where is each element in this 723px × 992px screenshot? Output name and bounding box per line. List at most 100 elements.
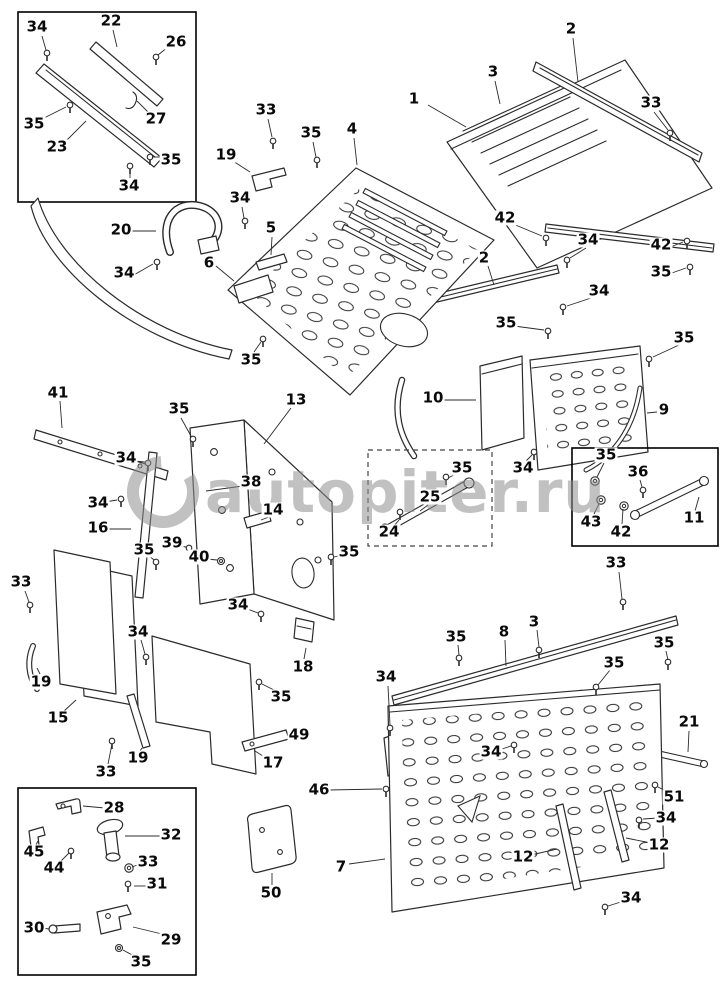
callout-20: 20 <box>109 220 133 239</box>
callout-3: 3 <box>527 612 541 631</box>
plate-5 <box>255 253 288 271</box>
callout-14: 14 <box>261 500 285 519</box>
plate-6 <box>233 274 274 304</box>
callout-35: 35 <box>672 328 696 347</box>
callout-2: 2 <box>564 19 578 38</box>
callout-26: 26 <box>164 32 188 51</box>
detail-box-11 <box>571 447 719 547</box>
hose <box>394 376 418 460</box>
callout-11: 11 <box>682 508 706 527</box>
knob-32 <box>96 818 124 862</box>
callout-27: 27 <box>144 109 168 128</box>
callout-5: 5 <box>264 218 278 237</box>
bracket-18 <box>293 617 315 643</box>
callout-35: 35 <box>649 262 673 281</box>
callout-34: 34 <box>117 176 141 195</box>
callout-12: 12 <box>511 847 535 866</box>
callout-34: 34 <box>86 493 110 512</box>
callout-35: 35 <box>450 458 474 477</box>
callout-35: 35 <box>652 633 676 652</box>
callout-35: 35 <box>129 952 153 971</box>
callout-35: 35 <box>444 627 468 646</box>
hook-20 <box>162 200 223 256</box>
inset-box-top <box>17 11 197 203</box>
callout-6: 6 <box>202 253 216 272</box>
callout-16: 16 <box>86 518 110 537</box>
perforated-panel-9 <box>529 345 649 473</box>
bracket-29 <box>96 904 132 935</box>
callout-42: 42 <box>493 208 517 227</box>
callout-28: 28 <box>102 798 126 817</box>
strap-19-bottom <box>126 693 151 749</box>
callout-34: 34 <box>226 595 250 614</box>
callout-34: 34 <box>576 230 600 249</box>
callout-25: 25 <box>418 487 442 506</box>
callout-34: 34 <box>374 667 398 686</box>
cotter-pin-27 <box>125 91 138 110</box>
callout-35: 35 <box>132 540 156 559</box>
plate-50 <box>246 804 297 874</box>
callout-10: 10 <box>421 388 445 407</box>
callout-7: 7 <box>334 857 348 876</box>
callout-1: 1 <box>407 89 421 108</box>
callout-35: 35 <box>594 445 618 464</box>
pin-30 <box>48 923 81 934</box>
callout-39: 39 <box>160 533 184 552</box>
callout-34: 34 <box>114 448 138 467</box>
callout-8: 8 <box>497 622 511 641</box>
callout-49: 49 <box>287 725 311 744</box>
callout-35: 35 <box>299 123 323 142</box>
callout-34: 34 <box>112 263 136 282</box>
callout-35: 35 <box>269 687 293 706</box>
callout-18: 18 <box>291 657 315 676</box>
callout-36: 36 <box>626 462 650 481</box>
callout-42: 42 <box>609 522 633 541</box>
bar-23 <box>35 63 163 168</box>
inset-box-bottom <box>17 787 197 976</box>
callout-45: 45 <box>22 842 46 861</box>
callout-33: 33 <box>604 553 628 572</box>
callout-50: 50 <box>259 883 283 902</box>
callout-33: 33 <box>254 100 278 119</box>
callout-31: 31 <box>145 874 169 893</box>
callout-21: 21 <box>677 712 701 731</box>
callout-19: 19 <box>29 672 53 691</box>
callout-44: 44 <box>42 858 66 877</box>
callout-22: 22 <box>99 11 123 30</box>
box-panel-10 <box>479 355 525 451</box>
callout-17: 17 <box>261 753 285 772</box>
callout-29: 29 <box>159 930 183 949</box>
callout-34: 34 <box>126 622 150 641</box>
callout-33: 33 <box>9 572 33 591</box>
callout-24: 24 <box>377 522 401 541</box>
watermark-logo-icon <box>127 456 199 528</box>
callout-38: 38 <box>239 472 263 491</box>
callout-33: 33 <box>136 852 160 871</box>
callout-33: 33 <box>94 762 118 781</box>
callout-43: 43 <box>579 512 603 531</box>
strap-12-right <box>603 789 630 863</box>
callout-19: 19 <box>126 748 150 767</box>
callout-34: 34 <box>511 458 535 477</box>
callout-23: 23 <box>45 137 69 156</box>
callout-41: 41 <box>46 383 70 402</box>
callout-35: 35 <box>494 313 518 332</box>
callout-34: 34 <box>654 808 678 827</box>
callout-46: 46 <box>307 780 331 799</box>
rail-2-top <box>532 61 703 163</box>
strap-12-left <box>555 803 582 891</box>
clip-28 <box>55 798 82 815</box>
callout-34: 34 <box>228 188 252 207</box>
callout-34: 34 <box>587 281 611 300</box>
callout-35: 35 <box>602 653 626 672</box>
callout-34: 34 <box>619 888 643 907</box>
perforated-panel-7 <box>387 683 665 913</box>
callout-35: 35 <box>239 350 263 369</box>
callout-35: 35 <box>159 150 183 169</box>
perforated-panel-4 <box>227 167 495 396</box>
callout-32: 32 <box>159 825 183 844</box>
callout-51: 51 <box>662 787 686 806</box>
curved-blade <box>30 197 233 360</box>
bracket-19-top <box>251 167 287 192</box>
